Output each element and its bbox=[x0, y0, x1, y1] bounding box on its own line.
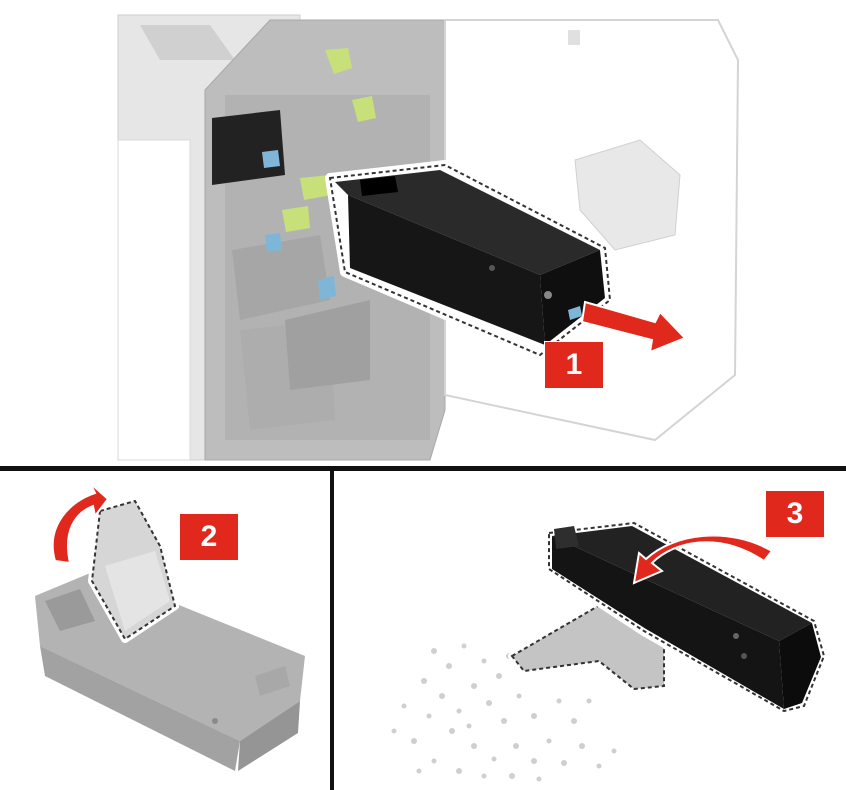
punch-box-lid-illustration bbox=[35, 482, 305, 771]
step-1-panel: 1 bbox=[117, 14, 740, 461]
remove-cartridge-arrow-icon bbox=[580, 300, 687, 354]
printer-finisher-illustration bbox=[117, 14, 740, 461]
empty-punch-box-arrow-icon bbox=[632, 534, 774, 585]
step-2-panel: 2 bbox=[0, 471, 330, 790]
empty-punch-box-illustration bbox=[391, 518, 829, 782]
open-lid-arrow-icon bbox=[51, 482, 110, 565]
step-3-badge: 3 bbox=[766, 491, 824, 537]
vertical-divider bbox=[330, 471, 334, 790]
horizontal-divider bbox=[0, 466, 846, 471]
step-1-badge: 1 bbox=[545, 342, 603, 388]
step-2-badge: 2 bbox=[180, 514, 238, 560]
step-3-panel: 3 bbox=[334, 471, 846, 790]
